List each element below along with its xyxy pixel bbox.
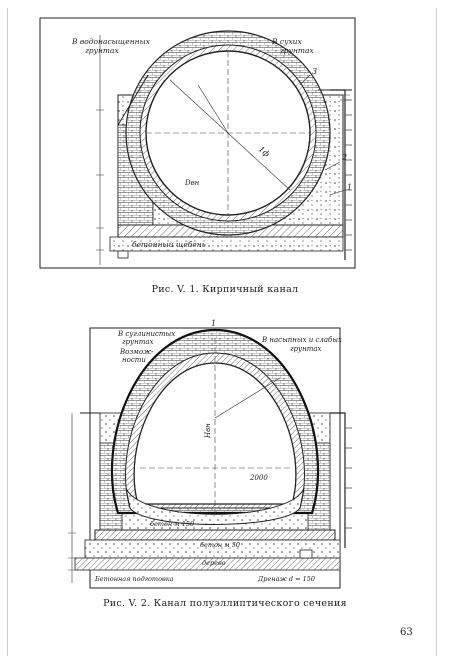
label-fig2-bottom-right: Дренаж d = 150 <box>257 575 315 583</box>
label-num-2: 2 <box>341 153 347 162</box>
frame-outline <box>39 17 356 269</box>
scan-border-right <box>436 8 437 656</box>
label-fig2-top-left-2: грунтах <box>122 338 154 346</box>
drain-pipe <box>299 549 313 559</box>
scan-border-left <box>7 8 8 656</box>
label-fig2-below-2: бетон м 50 <box>200 541 240 549</box>
label-top-left-1: В водонасыщенных <box>71 37 151 46</box>
label-top-left-2: грунтах <box>85 46 119 55</box>
label-num-3: 3 <box>312 67 317 76</box>
gravel-bed <box>109 236 344 252</box>
figure-2-drawing: В суглинистых грунтах Возмож- ности В на… <box>68 319 352 589</box>
label-inner: Dвн <box>184 179 200 187</box>
page-number: 63 <box>400 627 413 638</box>
label-num-1: 1 <box>347 183 352 192</box>
label-fig2-num-1: 1 <box>211 319 216 328</box>
frame-outline-2 <box>89 327 341 589</box>
label-top-right-2: грунтах <box>280 46 314 55</box>
figure-1-brick-channel: В водонасыщенных грунтах В сухих грунтах… <box>0 0 450 280</box>
label-fig2-top-right-1: В насыпных и слабых <box>261 336 342 344</box>
gravel-base <box>74 557 341 571</box>
drain-box <box>117 250 129 259</box>
label-fig2-vertical: Hвн <box>204 423 212 439</box>
label-fig2-top-left-3: Возмож- <box>119 348 154 356</box>
label-fig2-top-left-1: В суглинистых <box>117 330 175 338</box>
figure-2-caption: Рис. V. 2. Канал полуэллиптического сече… <box>103 598 347 609</box>
label-fig2-below-1: бетон м 150 <box>150 520 194 528</box>
figure-1-caption: Рис. V. 1. Кирпичный канал <box>151 284 299 295</box>
label-fig2-below-3: дерево <box>202 559 226 567</box>
label-fig2-bottom-left: Бетонная подготовка <box>94 575 174 583</box>
figure-1-drawing: В водонасыщенных грунтах В сухих грунтах… <box>39 17 356 269</box>
invert <box>125 487 305 525</box>
label-bottom-left: бетонный щебень <box>132 240 206 249</box>
label-top-right-1: В сухих <box>271 37 303 46</box>
label-fig2-top-right-2: грунтах <box>290 345 322 353</box>
label-fig2-span: 2000 <box>249 474 268 482</box>
concrete-slab <box>94 529 336 541</box>
label-fig2-top-left-4: ности <box>122 356 146 364</box>
figure-2-semi-elliptic-channel: В суглинистых грунтах Возмож- ности В на… <box>0 318 450 598</box>
